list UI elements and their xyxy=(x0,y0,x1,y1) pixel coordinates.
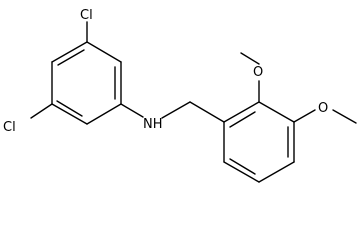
bond-to-cl-bottom xyxy=(30,103,53,119)
bond-nh-to-ch2 xyxy=(161,101,191,119)
bond xyxy=(223,101,260,123)
bond xyxy=(86,41,122,63)
dimethoxyphenyl-ring xyxy=(223,101,295,183)
atom-label-cl-bottom: Cl xyxy=(3,120,16,135)
atom-label-cl-top: Cl xyxy=(80,8,93,23)
double-bond-inner xyxy=(229,158,256,175)
dichlorophenyl-ring xyxy=(51,41,122,125)
structure-diagram: Cl Cl NH O O xyxy=(3,8,357,183)
bond xyxy=(51,103,88,125)
bond-ch2-to-ring xyxy=(189,101,225,123)
bond xyxy=(258,101,295,123)
atom-label-o-right: O xyxy=(318,101,328,116)
bond xyxy=(51,41,88,63)
double-bond-inner xyxy=(57,49,85,66)
atom-label-nh: NH xyxy=(143,117,163,132)
bond-o-right-to-methyl xyxy=(332,109,357,124)
bond-o-upper-to-methyl xyxy=(240,52,260,65)
double-bond-inner xyxy=(229,111,256,128)
bond-ring-to-nh xyxy=(120,103,144,118)
bond xyxy=(223,161,260,183)
bond-ring-to-o-right xyxy=(293,109,316,123)
bond xyxy=(258,161,295,183)
atom-label-o-upper: O xyxy=(253,65,263,80)
bond xyxy=(86,103,122,125)
double-bond-inner xyxy=(56,100,83,117)
